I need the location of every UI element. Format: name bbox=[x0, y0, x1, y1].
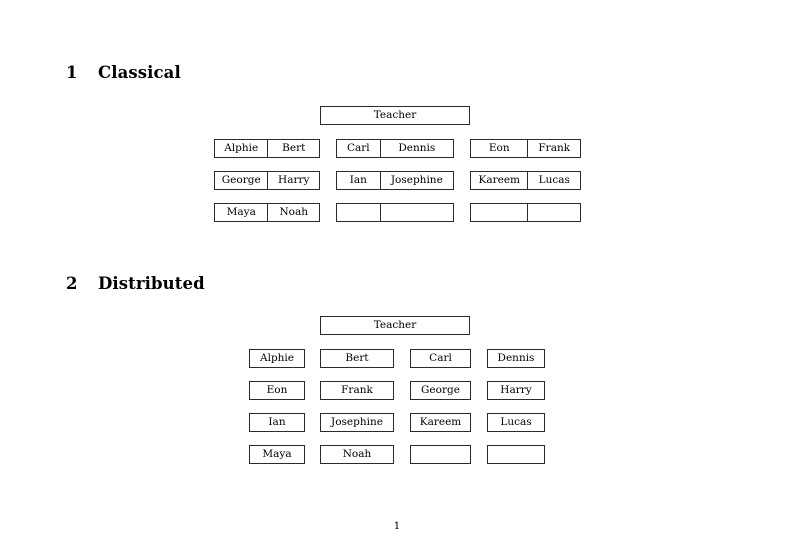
student-node-empty bbox=[487, 445, 545, 464]
student-cell-empty bbox=[527, 204, 580, 221]
student-cell: George bbox=[221, 174, 261, 187]
student-node: Lucas bbox=[487, 413, 545, 432]
section-number: 2 bbox=[66, 274, 78, 293]
student-pair-group-empty bbox=[336, 203, 454, 222]
student-cell: Bert bbox=[267, 140, 319, 157]
student-node: Eon bbox=[249, 381, 305, 400]
student-pair-group: George Harry bbox=[214, 171, 320, 190]
section-title: Distributed bbox=[98, 274, 205, 293]
student-cell: Lucas bbox=[527, 172, 580, 189]
student-pair-group: Alphie Bert bbox=[214, 139, 320, 158]
student-pair-group: Carl Dennis bbox=[336, 139, 454, 158]
student-cell: Josephine bbox=[379, 172, 453, 189]
student-node: Bert bbox=[320, 349, 394, 368]
student-cell-empty bbox=[379, 204, 453, 221]
student-node: Josephine bbox=[320, 413, 394, 432]
student-cell: Maya bbox=[226, 206, 256, 219]
student-node: Dennis bbox=[487, 349, 545, 368]
teacher-node-classical: Teacher bbox=[320, 106, 470, 125]
student-node: Maya bbox=[249, 445, 305, 464]
student-node: Ian bbox=[249, 413, 305, 432]
student-pair-group: Ian Josephine bbox=[336, 171, 454, 190]
student-cell-empty bbox=[337, 204, 380, 221]
student-cell-empty bbox=[471, 204, 527, 221]
student-node: Noah bbox=[320, 445, 394, 464]
student-cell: Eon bbox=[488, 142, 510, 155]
section-heading-distributed: 2 Distributed bbox=[66, 274, 205, 293]
student-pair-group: Maya Noah bbox=[214, 203, 320, 222]
student-cell: Carl bbox=[346, 142, 370, 155]
student-cell: Kareem bbox=[478, 174, 520, 187]
student-cell: Noah bbox=[267, 204, 319, 221]
student-node: Carl bbox=[410, 349, 471, 368]
student-cell: Dennis bbox=[379, 140, 453, 157]
student-node: Kareem bbox=[410, 413, 471, 432]
student-node: Harry bbox=[487, 381, 545, 400]
page-number: 1 bbox=[393, 520, 401, 532]
student-cell: Harry bbox=[267, 172, 319, 189]
student-pair-group: Eon Frank bbox=[470, 139, 581, 158]
student-pair-group-empty bbox=[470, 203, 581, 222]
student-node: Frank bbox=[320, 381, 394, 400]
student-node: George bbox=[410, 381, 471, 400]
student-node: Alphie bbox=[249, 349, 305, 368]
teacher-node-distributed: Teacher bbox=[320, 316, 470, 335]
student-pair-group: Kareem Lucas bbox=[470, 171, 581, 190]
section-number: 1 bbox=[66, 63, 78, 82]
student-cell: Frank bbox=[527, 140, 580, 157]
student-node-empty bbox=[410, 445, 471, 464]
student-cell: Ian bbox=[349, 174, 367, 187]
section-title: Classical bbox=[98, 63, 181, 82]
student-cell: Alphie bbox=[224, 142, 259, 155]
section-heading-classical: 1 Classical bbox=[66, 63, 181, 82]
